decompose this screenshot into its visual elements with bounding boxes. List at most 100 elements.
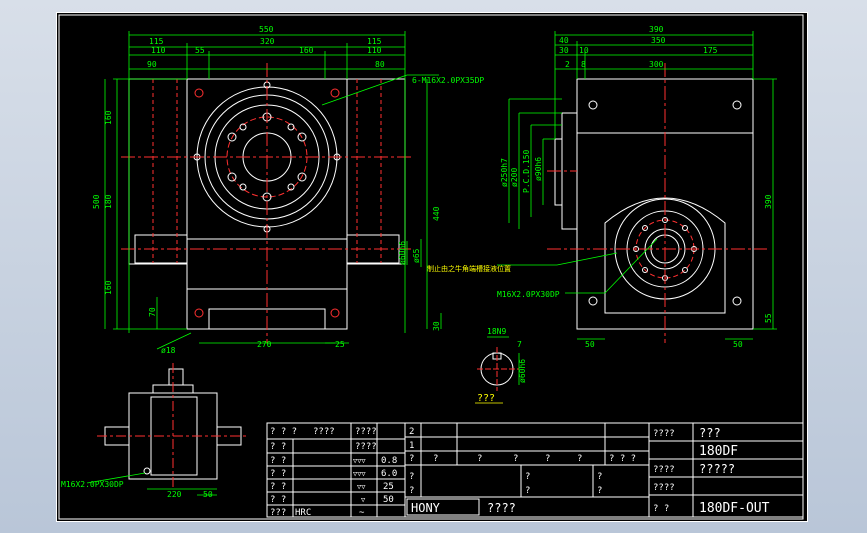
tb-mark: ? [525,472,530,482]
side-view [547,63,767,343]
tb-mark: ? [577,454,582,464]
drawing-border [58,14,804,520]
dim-350: 350 [651,36,666,45]
tb-row-label: ? ? [270,482,286,492]
tb-r3-label: ???? [653,465,675,475]
dim-440: 440 [432,206,441,221]
dim-55: 55 [195,46,205,55]
tb-header-b: ???? [313,427,335,437]
front-left-flange [128,78,188,265]
tb-r3-value: ????? [699,462,735,476]
front-base [186,288,348,330]
bottom-shaft-end [168,368,184,386]
front-dim-texts: 550 115 320 115 110 55 160 110 90 80 6-M… [92,25,484,355]
tb-row-value: 0.8 [381,456,397,466]
tb-row-label: ? ? [270,469,286,479]
dim-115-left: 115 [149,37,164,46]
dim-55: 55 [764,313,773,323]
dim-390-right: 390 [764,194,773,209]
dim-320: 320 [260,37,275,46]
tb-mark: ? [513,454,518,464]
side-center-lines [547,63,767,343]
dim-200: ø200 [510,168,519,187]
dim-7: 7 [517,340,522,349]
dim-390-top: 390 [649,25,664,34]
dim-160-left-bottom: 160 [104,280,113,295]
dim-30: 30 [432,321,441,331]
dim-30-side: 30 [559,46,569,55]
tb-mark: ? [597,472,602,482]
dim-18n9: 18N9 [487,327,506,336]
front-right-flange [346,78,406,265]
dim-160-top: 160 [299,46,314,55]
tb-rev-2: 2 [409,427,414,437]
tb-mark: ? [409,486,414,496]
key-detail: 18N9 7 ø60h6 ??? [475,327,527,404]
dim-hole-18: ø18 [161,346,176,355]
dim-110-right: 110 [367,46,382,55]
dim-25-front: 25 [335,340,345,349]
dim-90: 90 [147,60,157,69]
tb-drawing-number: 180DF-OUT [699,501,770,516]
tb-model: 180DF [699,444,738,459]
front-hidden-lines [152,79,382,263]
dim-300: 300 [649,60,664,69]
dim-115-right: 115 [367,37,382,46]
front-bolt-holes [193,81,341,318]
tb-r1-value: ??? [699,426,721,440]
dim-pcd-150: P.C.D.150 [522,149,531,193]
tb-header-d: ? ? [270,442,286,452]
bottom-view [97,363,249,489]
dim-65: ø65 [412,248,421,263]
tb-row-value: 25 [383,482,394,492]
tb-row-symbol: ▽▽ [357,483,366,491]
tb-mark: ? [477,454,482,464]
tb-row-value: 6.0 [381,469,397,479]
title-block [266,422,804,518]
tb-mark: ? [409,472,414,482]
tb-row-label: ? ? [270,456,286,466]
dim-50-right: 50 [733,340,743,349]
dim-180-left: 180 [104,194,113,209]
dim-500: 500 [92,194,101,209]
tb-last-label: ??? [270,508,286,518]
side-dimensions [497,31,777,340]
front-center-lines [121,63,413,343]
tb-last-value: HRC [295,508,311,518]
drawing-canvas[interactable]: 550 115 320 115 110 55 160 110 90 80 6-M… [56,12,808,522]
tb-row-symbol: ▽ [361,496,366,504]
company-name: HONY [411,501,441,515]
bottom-dimensions: M16X2.0PX30DP 220 50 [61,472,217,499]
tb-rev-1: 1 [409,441,414,451]
dim-60h6: ø60h6 [398,241,407,265]
tb-r4-label: ???? [653,483,675,493]
dim-50-left: 50 [585,340,595,349]
bottom-hole [143,467,151,475]
title-block-text: ? ? ? ???? ???? ? ? ???? ? ? ▽▽▽ 0.8 ? ?… [270,426,770,518]
dim-250h7: ø250h7 [500,158,509,187]
front-view [121,63,413,343]
dim-110-left: 110 [151,46,166,55]
drawing-svg: 550 115 320 115 110 55 160 110 90 80 6-M… [58,14,804,520]
note-thread-side: M16X2.0PX30DP [497,290,560,299]
tb-mark: ? [545,454,550,464]
tb-row-value: 50 [383,495,394,505]
key-caption: ??? [477,393,495,404]
tb-header-c: ???? [355,427,377,437]
dim-40: 40 [559,36,569,45]
dim-160-left-top: 160 [104,110,113,125]
front-dimensions [104,31,442,350]
tb-header-a: ? ? ? [270,427,297,437]
dim-8: 8 [581,60,586,69]
side-housing [604,197,726,314]
dim-70: 70 [148,307,157,317]
tb-row-symbol: ▽▽▽ [353,457,366,465]
note-position: 制止由之牛角端槽接液位置 [427,264,511,273]
side-dim-texts: 390 350 40 30 10 175 2 8 300 ø250h7 ø200… [497,25,773,349]
note-thread-bottom: M16X2.0PX30DP [61,480,124,489]
dim-220: 220 [167,490,182,499]
dim-key-60h6: ø60h6 [518,359,527,383]
tb-mark: ? [409,454,414,464]
title-block-frame [266,422,804,518]
